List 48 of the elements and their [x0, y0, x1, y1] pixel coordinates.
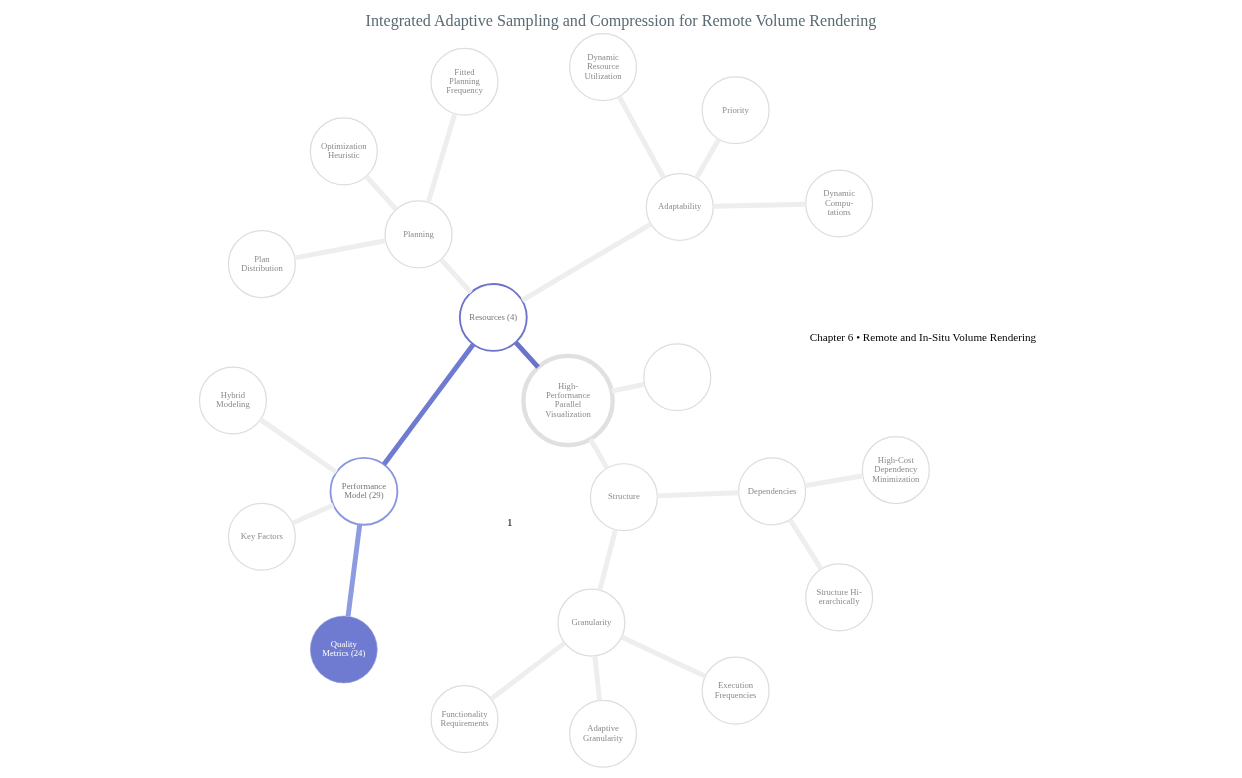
node-circle: Planning [384, 200, 453, 269]
label: 1 [507, 516, 513, 529]
node-circle: Adaptive Granularity [569, 699, 638, 768]
connector [439, 257, 473, 295]
node-circle: Optimization Heuristic [309, 117, 378, 186]
connector [259, 417, 338, 475]
node-circle: Dependencies [738, 457, 807, 526]
connector [294, 238, 386, 261]
node-circle: Dynamic Compu- tations [805, 169, 874, 238]
label: Chapter 6 • Remote and In-Situ Volume Rendering [809, 330, 1037, 343]
node-circle: Key Factors [227, 502, 296, 571]
node-circle: Performance Model (29) [329, 456, 399, 526]
node-circle: Dynamic Resource Utilization [569, 33, 638, 102]
node-circle: High- Performance Parallel Visualization [521, 353, 615, 448]
connector [617, 95, 666, 179]
node-circle: Execution Frequencies [701, 656, 770, 725]
diagram-title: Integrated Adaptive Sampling and Compression for Remote Volume Rendering [365, 12, 877, 30]
connector [425, 113, 458, 203]
node-circle: Plan Distribution [227, 230, 296, 299]
connector [345, 524, 363, 617]
connector [364, 174, 398, 212]
connector [804, 473, 864, 489]
node-circle: Fitted Planning Frequency [430, 47, 499, 116]
node-circle: Granularity [557, 588, 626, 657]
node-circle: Structure [589, 463, 658, 532]
connector [597, 529, 618, 591]
connector [620, 634, 707, 679]
connector [788, 518, 824, 571]
node-circle [643, 343, 712, 412]
node-circle: High-Cost Dependency Minimization [861, 436, 930, 505]
node-circle: Hybrid Modeling [198, 366, 267, 435]
node-circle: Structure Hi- erarchically [805, 563, 874, 632]
connector [592, 655, 603, 701]
connector [694, 138, 721, 180]
connector [713, 201, 806, 209]
connector [489, 641, 566, 701]
node-circle: Adaptability [645, 172, 714, 242]
connector [657, 490, 739, 499]
connector [382, 342, 476, 466]
node-circle: Quality Metrics (24) [310, 615, 378, 684]
connector [514, 340, 540, 369]
connector [291, 502, 335, 526]
connector [611, 381, 645, 394]
node-circle: Resources (4) [458, 283, 528, 352]
connector [520, 222, 652, 303]
node-circle: Functionality Requirements [430, 685, 499, 754]
connector [588, 438, 610, 470]
node-circle: Priority [701, 76, 770, 145]
